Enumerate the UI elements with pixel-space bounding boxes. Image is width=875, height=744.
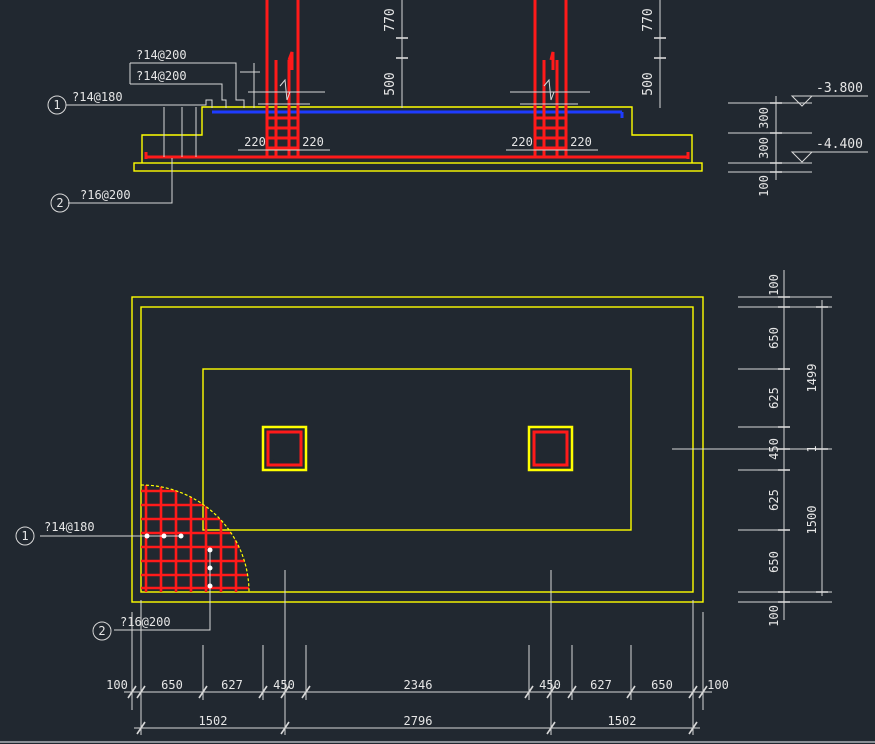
bottom-dim-2796: 2796: [404, 714, 433, 728]
plan-view: 1 ?14@180 2 ?16@200: [15, 270, 832, 735]
section-marker-1-circle: [47, 95, 67, 115]
right-column-plan: [527, 425, 574, 472]
dim-500-left: 500: [383, 72, 398, 95]
bottom-dim-100-left: 100: [106, 678, 128, 692]
dim-300-b: 300: [757, 137, 771, 159]
elevation-bottom: -4.400: [816, 137, 863, 152]
left-column-section: [248, 0, 325, 157]
right-dim-650-bottom: 650: [767, 551, 781, 573]
bottom-dim-650-left: 650: [161, 678, 183, 692]
bottom-dim-450-left: 450: [273, 678, 295, 692]
right-dim-625-bottom: 625: [767, 489, 781, 511]
plan-marker-1-circle: [15, 526, 35, 546]
blinding-layer-outline: [133, 162, 703, 172]
elevation-top: -3.800: [816, 81, 863, 96]
plan-marker-2: 2: [98, 624, 105, 638]
right-dim-1499: 1499: [805, 364, 819, 393]
dim-100: 100: [757, 175, 771, 197]
footing-outer-outline: [131, 296, 704, 603]
detail-boundary-arc: [140, 484, 250, 593]
bottom-dim-450-right: 450: [539, 678, 561, 692]
section-marker-1: 1: [53, 98, 60, 112]
bottom-dim-627-left: 627: [221, 678, 243, 692]
plan-marker-2-circle: [92, 621, 112, 641]
pedestal-outline: [202, 368, 632, 531]
right-dim-1500: 1500: [805, 506, 819, 535]
bottom-dim-2346: 2346: [404, 678, 433, 692]
right-dim-100-top: 100: [767, 274, 781, 296]
bottom-dim-100-right: 100: [707, 678, 729, 692]
plan-label-rebar-1: ?14@180: [44, 520, 95, 534]
section-view: 770 500 770 500 220 220 220 220 ?14@200 …: [47, 0, 868, 213]
right-column-section: [510, 0, 590, 157]
section-marker-2: 2: [56, 196, 63, 210]
right-dim-100-bottom: 100: [767, 605, 781, 627]
dim-770-left: 770: [383, 8, 398, 31]
label-top-rebar-2: ?14@200: [136, 69, 187, 83]
plan-label-rebar-2: ?16@200: [120, 615, 171, 629]
bottom-dim-627-right: 627: [590, 678, 612, 692]
right-center-mark: 1: [805, 445, 819, 452]
right-dim-650-top: 650: [767, 327, 781, 349]
label-bottom-rebar: ?16@200: [80, 188, 131, 202]
footing-section-outline: [141, 106, 693, 163]
footing-base-outline: [140, 306, 694, 593]
section-marker-2-circle: [50, 193, 70, 213]
label-top-rebar-3: ?14@180: [72, 90, 123, 104]
dim-220-c: 220: [511, 135, 533, 149]
dim-220-a: 220: [244, 135, 266, 149]
dim-220-d: 220: [570, 135, 592, 149]
bottom-dim-1502-right: 1502: [608, 714, 637, 728]
right-dim-625-top: 625: [767, 387, 781, 409]
bottom-dim-1502-left: 1502: [199, 714, 228, 728]
label-top-rebar-1: ?14@200: [136, 48, 187, 62]
dim-300-a: 300: [757, 107, 771, 129]
dim-500-right: 500: [641, 72, 656, 95]
dim-770-right: 770: [641, 8, 656, 31]
left-column-plan: [261, 425, 308, 472]
bottom-dim-650-right: 650: [651, 678, 673, 692]
plan-marker-1: 1: [21, 529, 28, 543]
right-dim-450: 450: [767, 438, 781, 460]
dim-220-b: 220: [302, 135, 324, 149]
